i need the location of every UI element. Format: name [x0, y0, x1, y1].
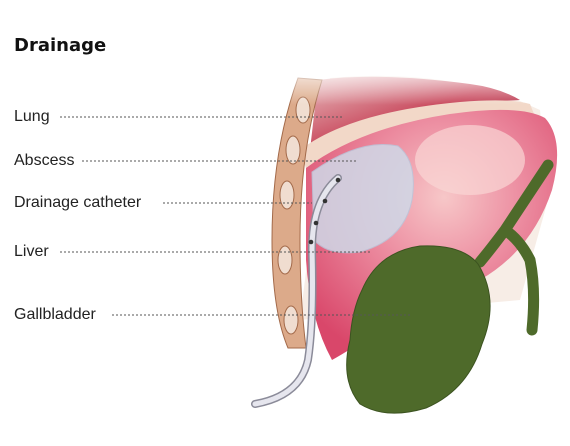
label-gallbladder: Gallbladder [14, 306, 96, 323]
leader-lines [60, 116, 410, 316]
label-abscess: Abscess [14, 152, 75, 169]
drainage-catheter-inner [252, 175, 341, 407]
gallbladder-shape [346, 245, 491, 414]
label-drainage-catheter: Drainage catheter [14, 194, 142, 211]
page-title: Drainage [14, 35, 107, 56]
catheter-holes [308, 177, 341, 245]
label-liver: Liver [14, 243, 49, 260]
diaphragm-band [300, 100, 534, 168]
label-lung: Lung [14, 108, 50, 125]
liver-highlight [415, 125, 525, 195]
top-fade [260, 60, 570, 105]
bile-duct [474, 159, 554, 336]
